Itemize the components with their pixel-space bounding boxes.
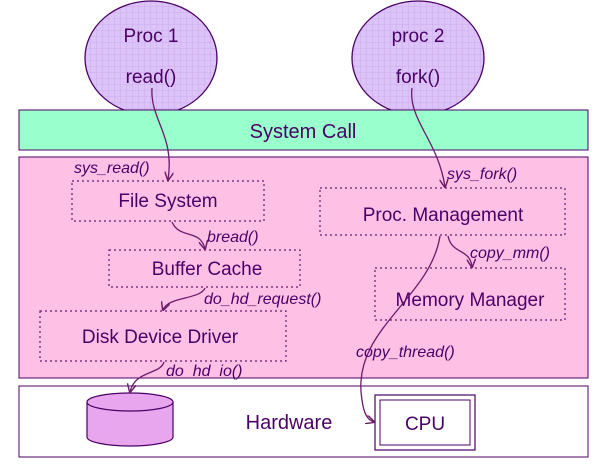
- proc1-name: Proc 1: [124, 26, 179, 47]
- call-sys-fork: sys_fork(): [447, 166, 517, 183]
- arrow-proc-management-to-cpu: [360, 235, 441, 422]
- file-system-label: File System: [118, 191, 217, 212]
- buffer-cache-label: Buffer Cache: [152, 259, 263, 280]
- arrow-disk-driver-to-disk: [130, 361, 165, 392]
- arrow-file-system-to-buffer-cache: [171, 221, 205, 249]
- proc1-call: read(): [126, 67, 177, 88]
- module-disk-device-driver: Disk Device Driver: [39, 310, 287, 362]
- call-sys-read: sys_read(): [74, 160, 150, 177]
- disk-device-driver-label: Disk Device Driver: [82, 327, 239, 348]
- hardware-label: Hardware: [246, 412, 333, 434]
- call-copy-thread: copy_thread(): [356, 344, 455, 361]
- call-copy-mm: copy_mm(): [470, 245, 550, 262]
- cpu-label: CPU: [405, 414, 445, 435]
- arrow-proc-management-to-memory-manager: [447, 235, 472, 267]
- proc2-name: proc 2: [392, 26, 445, 47]
- module-proc-management: Proc. Management: [319, 187, 566, 236]
- proc2-call: fork(): [396, 67, 440, 88]
- kernel-region: [18, 156, 589, 379]
- arrow-buffer-cache-to-disk-driver: [163, 287, 206, 310]
- system-call-label: System Call: [250, 121, 357, 143]
- call-bread: bread(): [207, 229, 259, 246]
- disk-cylinder-icon: [86, 392, 174, 447]
- system-call-layer: System Call: [18, 109, 589, 151]
- process-proc1: Proc 1 read(): [84, 0, 218, 116]
- arrow-read-to-sys-read: [151, 87, 169, 180]
- cpu-chip-icon: CPU: [374, 394, 476, 451]
- arrow-fork-to-sys-fork: [411, 87, 445, 187]
- call-do-hd-request: do_hd_request(): [204, 291, 321, 308]
- proc-management-label: Proc. Management: [363, 205, 524, 226]
- memory-manager-label: Memory Manager: [396, 290, 546, 311]
- call-do-hd-io: do_hd_io(): [166, 363, 243, 380]
- process-proc2: proc 2 fork(): [351, 0, 485, 116]
